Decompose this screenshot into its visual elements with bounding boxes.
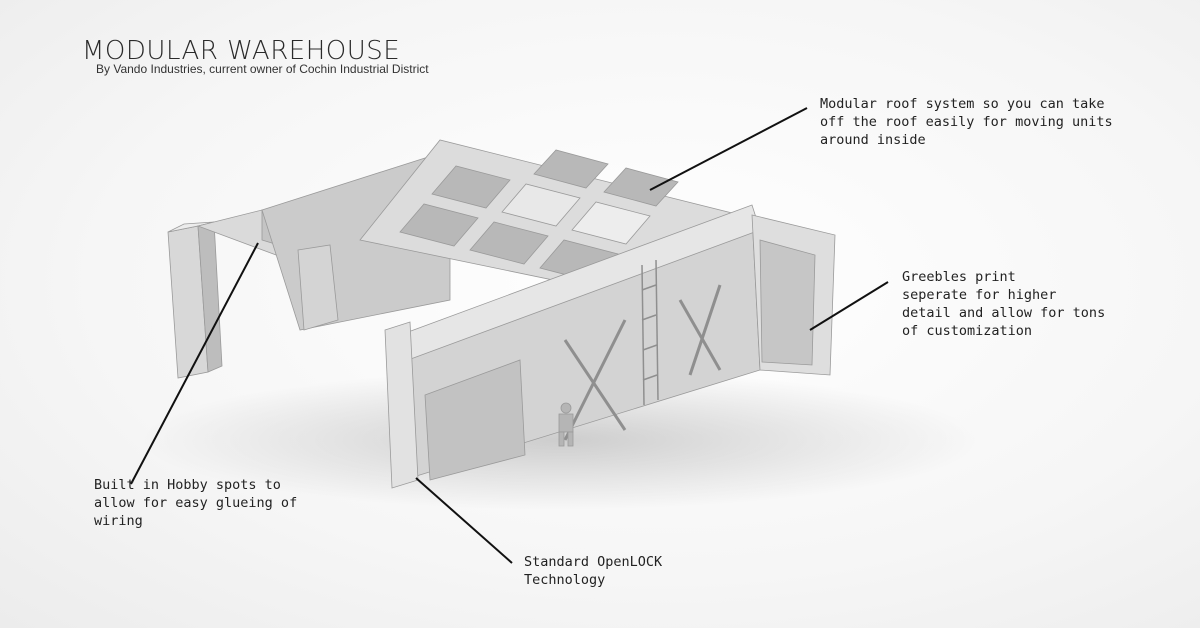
warehouse-model: [167, 139, 836, 489]
callout-roof: Modular roof system so you can take off …: [820, 96, 1113, 148]
callout-openlock: Standard OpenLOCK Technology: [524, 554, 663, 588]
roof-grid: [399, 149, 679, 283]
callout-greebles: Greebles print seperate for higher detai…: [902, 269, 1106, 339]
ladder: [641, 259, 659, 406]
callout-hobby-spots: Built in Hobby spots to allow for easy g…: [94, 477, 298, 529]
leader-hobby: [130, 242, 259, 485]
right-end-inner: [759, 239, 816, 366]
leader-greebles: [809, 281, 889, 331]
robot-figure: [558, 402, 574, 447]
cross-braces: [563, 284, 722, 441]
back-pillar: [297, 244, 339, 331]
page-title: MODULAR WAREHOUSE: [82, 36, 401, 66]
leader-roof: [649, 107, 808, 191]
leader-openlock: [415, 477, 513, 564]
leader-lines: [130, 107, 889, 564]
garage-door: [424, 359, 526, 481]
page-subtitle: By Vando Industries, current owner of Co…: [96, 62, 429, 76]
